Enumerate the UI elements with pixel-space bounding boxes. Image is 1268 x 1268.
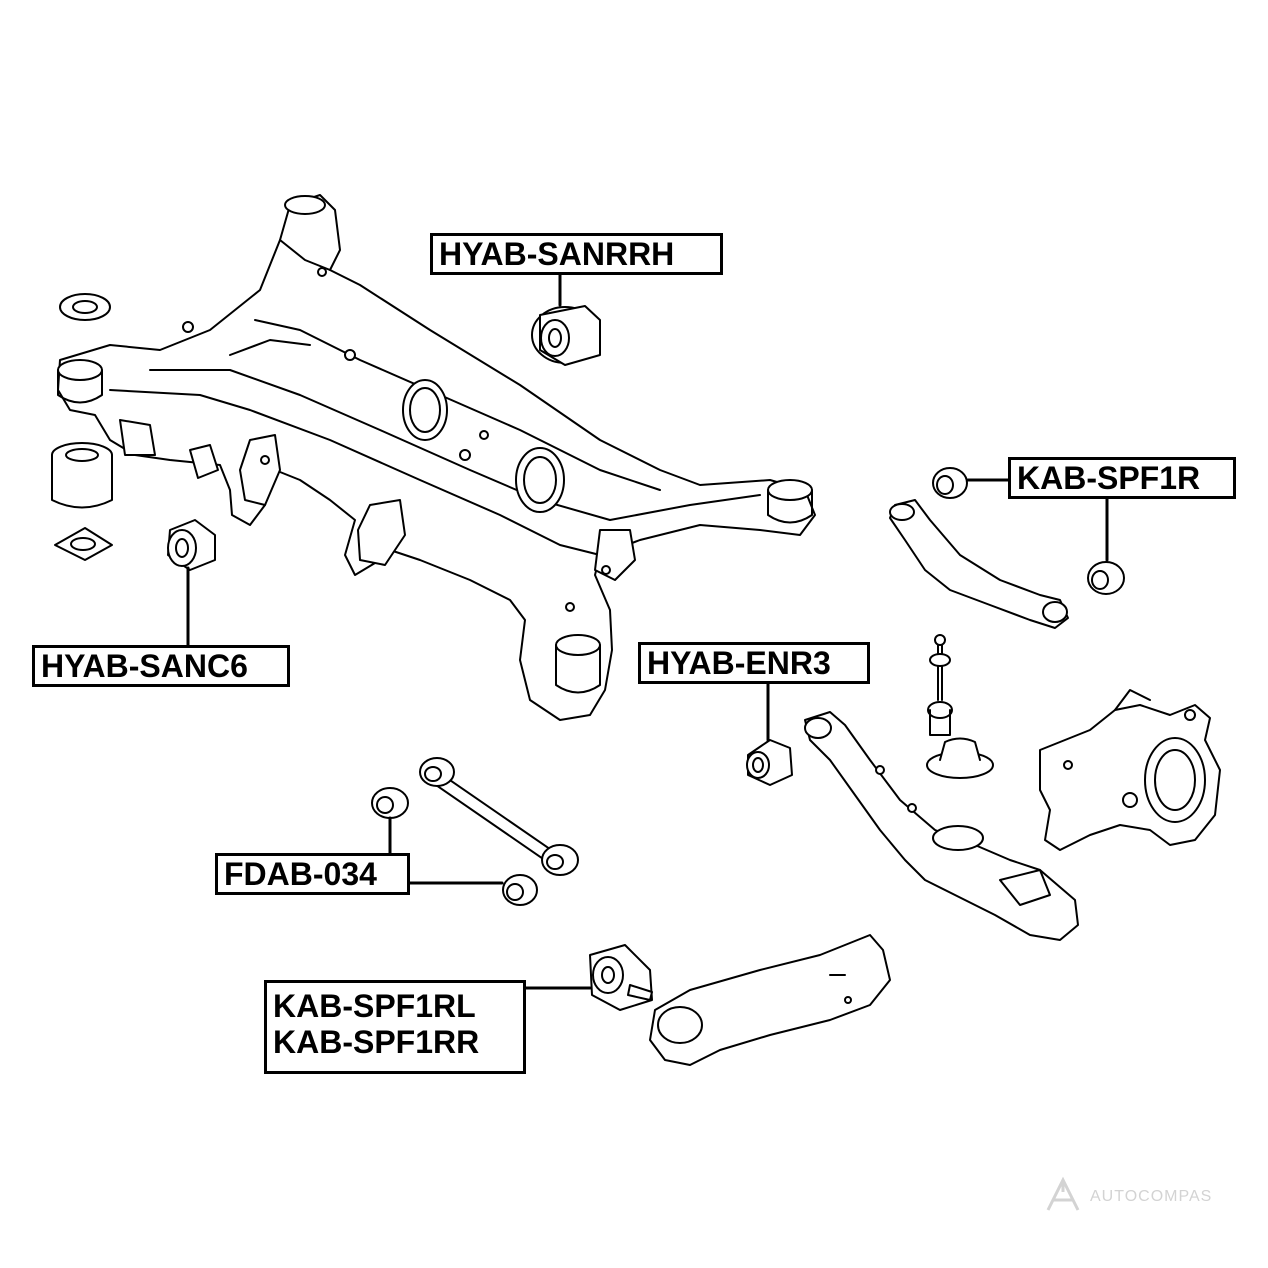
label-hyab-sanrrh: HYAB-SANRRH (430, 233, 723, 275)
subframe-mount-parts (51, 293, 113, 561)
label-kab-spf1rr-text: KAB-SPF1RR (273, 1024, 480, 1060)
lateral-link (419, 757, 579, 876)
fdab-034-bushing-upper (371, 787, 409, 819)
label-kab-spf1r-text: KAB-SPF1R (1017, 460, 1201, 496)
fdab-034-bushing-lower (502, 874, 538, 906)
label-kab-spf1rl-text: KAB-SPF1RL (273, 988, 476, 1024)
kab-spf1rl-bushing (589, 944, 653, 1011)
label-hyab-sanc6: HYAB-SANC6 (32, 645, 290, 687)
hyab-enr3-bushing (746, 739, 793, 786)
label-hyab-sanc6-text: HYAB-SANC6 (41, 648, 248, 684)
kab-spf1r-arm (889, 499, 1069, 629)
rear-subframe (57, 194, 816, 721)
stabilizer-link (927, 634, 953, 736)
label-kab-spf1r: KAB-SPF1R (1008, 457, 1236, 499)
label-hyab-enr3-text: HYAB-ENR3 (647, 645, 831, 681)
label-fdab-034: FDAB-034 (215, 853, 410, 895)
lower-control-arm (804, 711, 1079, 941)
hyab-sanc6-bushing (167, 519, 216, 571)
label-fdab-034-text: FDAB-034 (224, 856, 377, 892)
spring-seat (926, 737, 994, 779)
watermark-text: AUTOCOMPAS (1090, 1188, 1213, 1205)
label-hyab-enr3: HYAB-ENR3 (638, 642, 870, 684)
hyab-sanrrh-bushing (531, 305, 601, 366)
trailing-arm (649, 934, 891, 1066)
kab-spf1r-bushing-lower (1087, 561, 1125, 595)
rear-knuckle (1039, 689, 1221, 851)
leader-lines (186, 273, 1109, 990)
label-kab-spf1rl-rr: KAB-SPF1RL KAB-SPF1RR (264, 980, 526, 1074)
kab-spf1r-bushing-upper (932, 467, 968, 499)
label-hyab-sanrrh-text: HYAB-SANRRH (439, 236, 675, 272)
autocompas-logo-icon (1046, 1176, 1080, 1211)
